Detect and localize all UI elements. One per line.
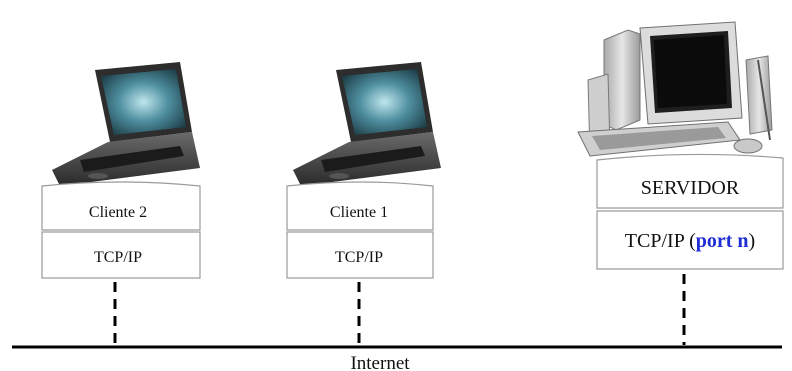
client1-label: Cliente 1 bbox=[330, 204, 388, 221]
client1-label-box: Cliente 1 bbox=[286, 181, 434, 231]
server-port: port n bbox=[696, 230, 749, 252]
server-protocol-line: TCP/IP (port n) bbox=[625, 230, 755, 252]
client2-protocol-box: TCP/IP bbox=[41, 231, 201, 279]
internet-label: Internet bbox=[350, 353, 410, 371]
client2-label: Cliente 2 bbox=[89, 204, 147, 221]
laptop-icon-client2 bbox=[52, 62, 200, 186]
client2-protocol: TCP/IP bbox=[94, 249, 142, 266]
client2-label-box: Cliente 2 bbox=[41, 181, 201, 231]
server-label-box: SERVIDOR bbox=[596, 153, 784, 209]
server-label: SERVIDOR bbox=[641, 177, 740, 199]
server-protocol-box: TCP/IP (port n) bbox=[596, 210, 784, 270]
server-protocol: TCP/IP ( bbox=[625, 230, 696, 252]
client1-protocol-box: TCP/IP bbox=[286, 231, 434, 279]
client1-protocol: TCP/IP bbox=[335, 249, 383, 266]
server-protocol-close: ) bbox=[749, 230, 756, 252]
laptop-icon-client1 bbox=[293, 62, 441, 186]
server-computer-icon bbox=[577, 21, 773, 157]
